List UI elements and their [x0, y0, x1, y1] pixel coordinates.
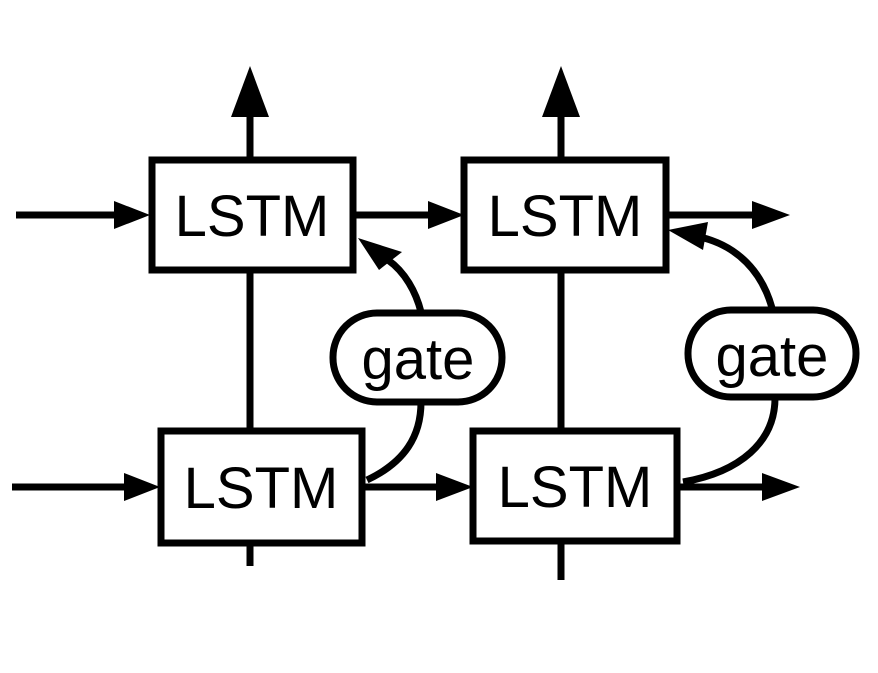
- left-gate-output-curve: [385, 257, 425, 313]
- top-left-lstm-label: LSTM: [175, 184, 330, 249]
- right-gate-input-curve: [682, 397, 779, 486]
- top-right-lstm-label: LSTM: [488, 184, 643, 249]
- bottom-middle-arrowhead: [436, 473, 473, 501]
- right-gate: gate: [684, 306, 860, 401]
- left-gate-arrowhead: [358, 238, 402, 270]
- top-right-lstm-cell: LSTM: [460, 156, 670, 274]
- right-gate-label: gate: [716, 324, 829, 389]
- left-output-arrowhead: [231, 66, 269, 117]
- right-gate-arrowhead: [668, 222, 708, 250]
- top-middle-arrowhead: [428, 201, 464, 229]
- left-gate: gate: [329, 309, 506, 406]
- left-gate-label: gate: [362, 327, 475, 392]
- left-gate-input-curve: [365, 401, 425, 484]
- right-gate-output-curve: [699, 233, 776, 309]
- top-output-arrowhead: [752, 201, 790, 229]
- bottom-right-lstm-cell: LSTM: [469, 427, 681, 545]
- bottom-output-arrowhead: [762, 473, 800, 501]
- top-left-lstm-cell: LSTM: [148, 156, 357, 274]
- bottom-right-lstm-label: LSTM: [498, 455, 653, 520]
- bottom-left-lstm-cell: LSTM: [157, 427, 366, 547]
- right-output-arrowhead: [542, 66, 580, 117]
- bottom-input-arrowhead: [124, 473, 160, 501]
- top-input-arrowhead: [114, 201, 150, 229]
- bottom-left-lstm-label: LSTM: [184, 456, 339, 521]
